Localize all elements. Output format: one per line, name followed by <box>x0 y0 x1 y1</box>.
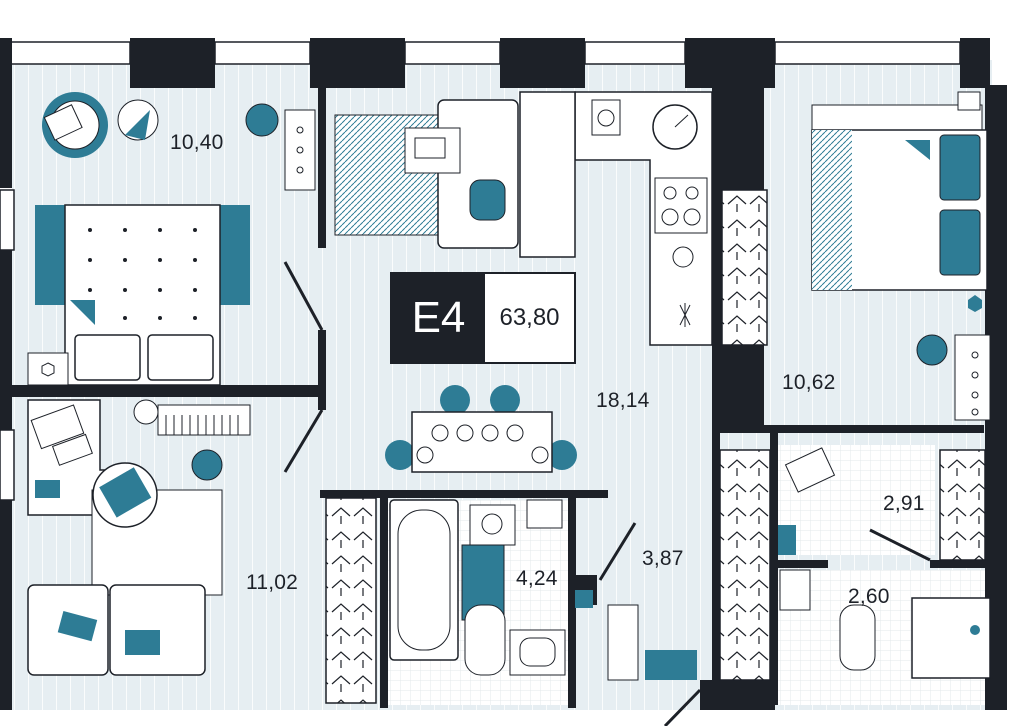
room-area-hallway: 3,87 <box>642 547 684 570</box>
total-area: 63,80 <box>499 304 560 331</box>
desk-icon <box>404 127 461 174</box>
room-area-bathroom: 4,24 <box>516 567 558 590</box>
dresser-icon <box>916 334 991 421</box>
room-area-bedroom-right: 10,62 <box>782 371 836 394</box>
door-mat-icon <box>575 447 836 681</box>
room-area-dressing: 2,91 <box>883 492 925 515</box>
room-area-bedroom-top-left: 10,40 <box>170 131 224 154</box>
sofa-icon <box>27 584 206 676</box>
keyboard-piano-icon <box>133 399 251 481</box>
stove-icon <box>654 177 708 327</box>
apartment-badge: E4 63,80 <box>390 272 576 364</box>
armchair-icon <box>91 462 223 596</box>
nightstand-icon <box>27 109 316 386</box>
bed-icon <box>35 204 250 386</box>
walls <box>0 38 1007 710</box>
door-lines <box>283 261 931 726</box>
lamp-icon <box>117 99 279 141</box>
bed-icon <box>811 91 988 312</box>
shower-icon <box>911 597 991 679</box>
washing-machine-icon <box>591 99 621 136</box>
room-area-bedroom-bottom-left: 11,02 <box>246 571 298 594</box>
armchair-icon <box>42 92 108 158</box>
room-area-kitchen-living: 18,14 <box>596 389 650 412</box>
wardrobe-icon <box>325 189 986 704</box>
apartment-code: E4 <box>392 274 485 362</box>
kitchen-counter <box>519 91 713 346</box>
sink-icon <box>652 104 698 150</box>
dining-table-icon <box>385 385 577 473</box>
room-area-toilet-shower: 2,60 <box>848 585 890 608</box>
toilet-icon <box>464 604 876 676</box>
sofa-icon <box>334 99 519 249</box>
sink-icon <box>469 499 811 676</box>
